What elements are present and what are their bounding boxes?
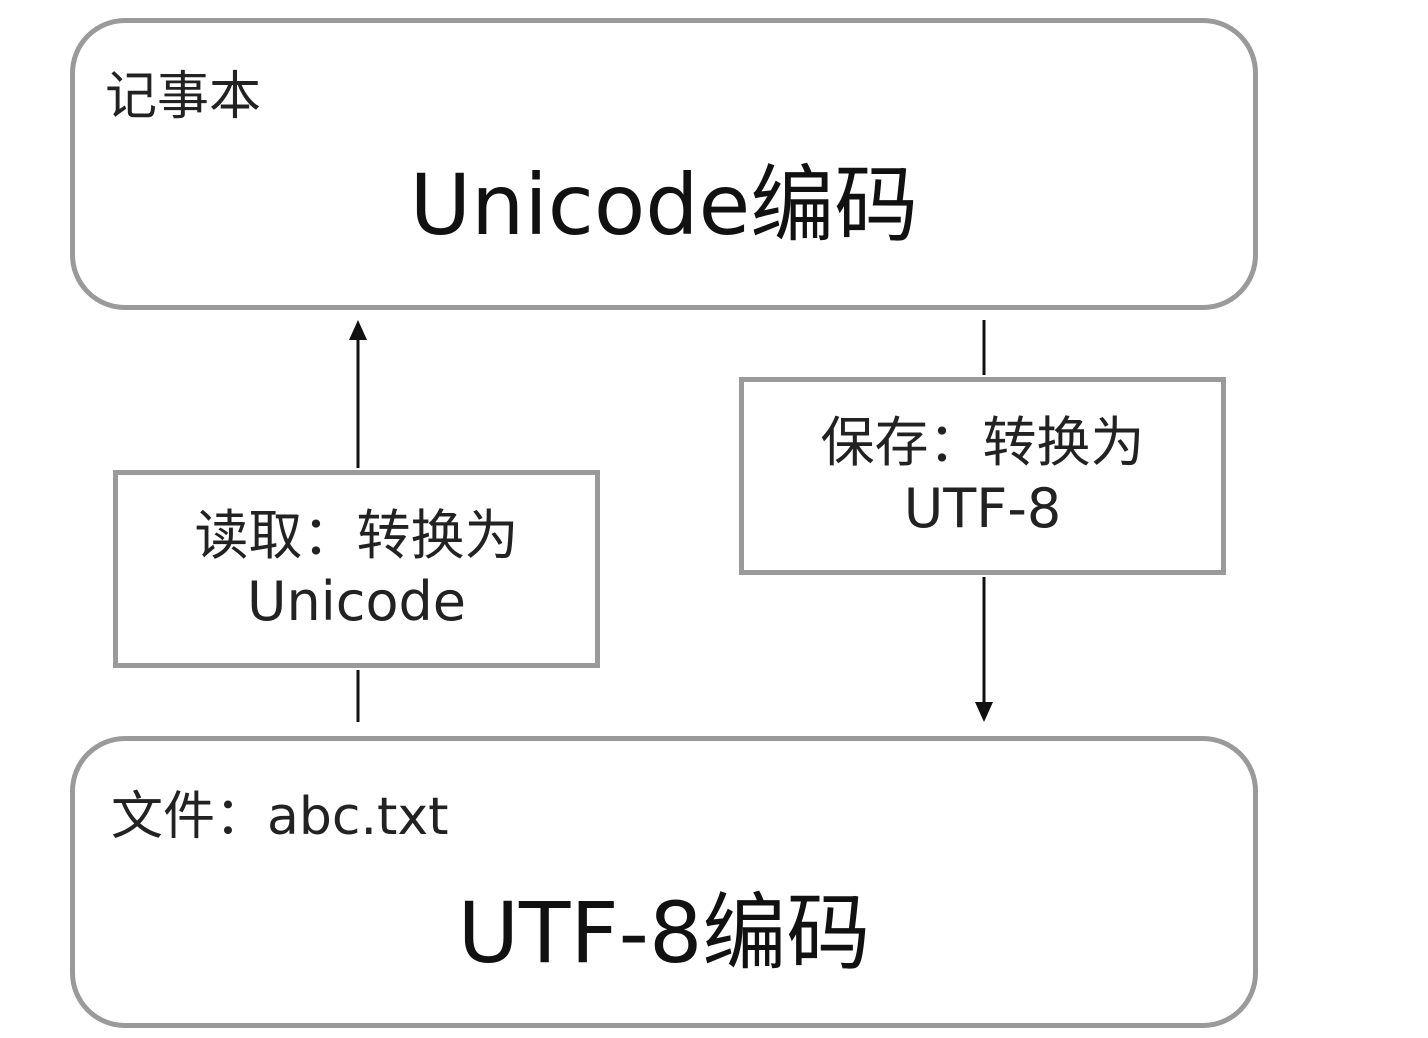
- read-step-line1: 读取：转换为: [194, 504, 519, 567]
- file-title: 文件：abc.txt: [111, 787, 449, 847]
- save-step-line2: UTF-8: [903, 477, 1062, 540]
- read-arrow-head: [349, 320, 367, 340]
- notepad-encoding: Unicode编码: [409, 156, 919, 254]
- notepad-box: 记事本 Unicode编码: [70, 18, 1258, 310]
- save-step-box: 保存：转换为 UTF-8: [739, 377, 1226, 575]
- save-step-line1: 保存：转换为: [820, 411, 1145, 474]
- read-step-line2: Unicode: [247, 570, 466, 633]
- read-step-box: 读取：转换为 Unicode: [113, 470, 600, 668]
- notepad-title: 记事本: [105, 67, 262, 127]
- save-arrow-head: [975, 702, 993, 722]
- file-encoding: UTF-8编码: [457, 884, 871, 982]
- read-arrow: [349, 320, 367, 722]
- file-box: 文件：abc.txt UTF-8编码: [70, 736, 1258, 1028]
- save-arrow: [975, 320, 993, 722]
